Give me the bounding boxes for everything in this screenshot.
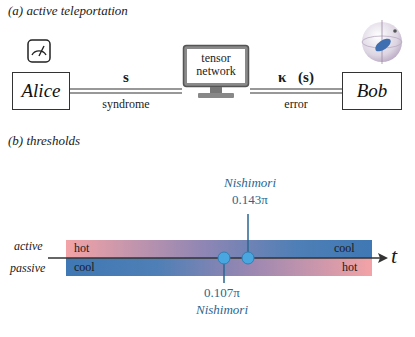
threshold-value: 0.107π xyxy=(204,286,240,300)
threshold-markers xyxy=(218,214,254,283)
panel-title: (a) active teleportation xyxy=(8,4,128,18)
temperature-label: hot xyxy=(74,242,89,255)
threshold-name: Nishimori xyxy=(196,303,248,317)
temperature-label: hot xyxy=(342,261,357,274)
panel-title: (b) thresholds xyxy=(8,134,80,148)
axis-label: t xyxy=(391,244,397,268)
row-label: active xyxy=(14,240,43,253)
error-label: error xyxy=(284,98,307,111)
edge-label: s xyxy=(123,69,129,86)
threshold-name: Nishimori xyxy=(224,176,276,190)
alice-box: Alice xyxy=(12,72,70,110)
classical-channel xyxy=(250,89,342,93)
classical-channel xyxy=(70,89,182,93)
node-text: Bob xyxy=(357,80,388,102)
edge-label: κ⃗(s) xyxy=(278,69,314,86)
temperature-label: cool xyxy=(74,261,95,274)
tensor-network-monitor: tensor network xyxy=(182,44,250,100)
syndrome-label: syndrome xyxy=(102,98,149,111)
bloch-sphere xyxy=(362,20,402,64)
threshold-value: 0.143π xyxy=(232,193,268,207)
temperature-label: cool xyxy=(334,242,355,255)
node-text: tensor network xyxy=(188,52,244,77)
meter-icon xyxy=(28,40,50,62)
bob-box: Bob xyxy=(342,72,402,110)
row-label: passive xyxy=(10,262,45,275)
node-text: Alice xyxy=(21,80,60,102)
